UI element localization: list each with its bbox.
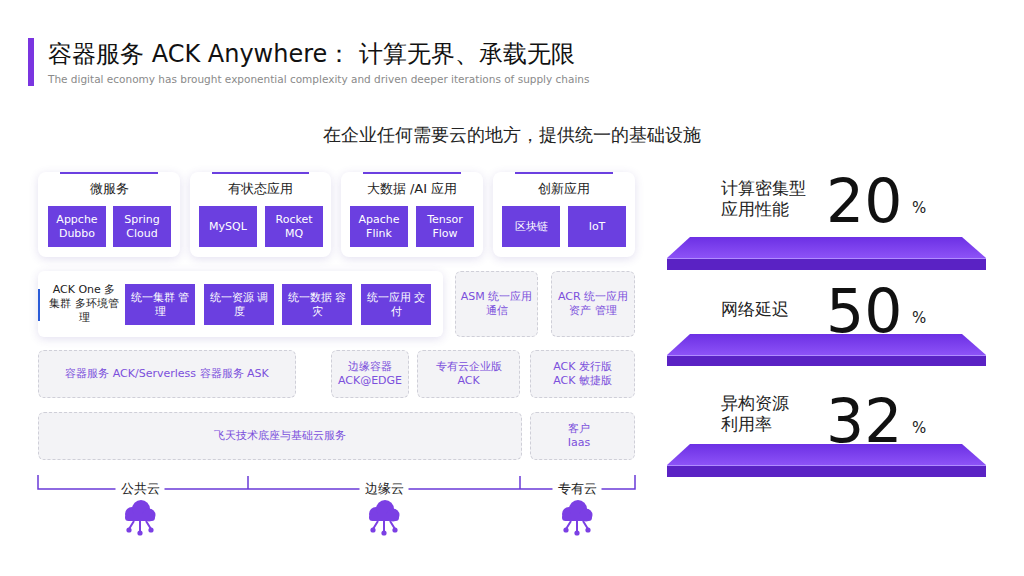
subtitle: The digital economy has brought exponent… xyxy=(48,73,589,86)
management-panel: ACK One 多集群 多环境管理统一集群 管理统一资源 调度统一数据 容灾统一… xyxy=(38,271,443,337)
app-category-card: 有状态应用 MySQL Rocket MQ xyxy=(190,172,331,257)
node-text: 客户 Iaas xyxy=(559,422,599,450)
node-text: 统一数据 容灾 xyxy=(287,291,347,319)
node-text: 统一资源 调度 xyxy=(209,291,269,319)
node-text: Rocket MQ xyxy=(269,213,319,241)
accent-line xyxy=(515,172,613,174)
platform-box: ACK 发行版 ACK 敏捷版 xyxy=(530,350,635,398)
node-text: 区块链 xyxy=(515,220,548,234)
node-text: IoT xyxy=(589,220,606,234)
node-text: MySQL xyxy=(209,220,247,234)
slab-front xyxy=(667,465,986,477)
platform-box: ASM 统一应用通信 xyxy=(455,271,538,337)
metric-name: 网络延迟 xyxy=(721,299,809,320)
component-chip: 统一数据 容灾 xyxy=(282,284,352,325)
platform-box: 容器服务 ACK/Serverless 容器服务 ASK xyxy=(38,350,296,398)
component-chip: Rocket MQ xyxy=(265,206,323,247)
node-text: 边缘容器 ACK@EDGE xyxy=(336,360,404,388)
metric-unit: % xyxy=(912,419,926,438)
platform-box: 飞天技术底座与基础云服务 xyxy=(38,412,522,460)
node-text: 容器服务 ACK/Serverless 容器服务 ASK xyxy=(65,367,269,381)
app-category-card: 微服务 Appche Dubbo Spring Cloud xyxy=(38,172,180,257)
node-text: 专有云企业版 ACK xyxy=(431,360,506,388)
slab-edge xyxy=(667,355,986,356)
component-chip: MySQL xyxy=(199,206,257,247)
slab-top xyxy=(667,237,986,258)
platform-box: 专有云企业版 ACK xyxy=(417,350,520,398)
node-text: Spring Cloud xyxy=(117,213,167,241)
node-text: ACK One 多集群 多环境管理 xyxy=(48,283,120,324)
accent-line xyxy=(38,289,40,321)
cloud-label: 边缘云 xyxy=(360,481,409,497)
page-title: 容器服务 ACK Anywhere： 计算无界、承载无限 xyxy=(48,38,575,70)
stat-slab xyxy=(667,237,986,270)
slab-edge xyxy=(667,465,986,466)
platform-box: 边缘容器 ACK@EDGE xyxy=(331,350,409,398)
node-text: 飞天技术底座与基础云服务 xyxy=(214,429,346,443)
section-heading: 在企业任何需要云的地方，提供统一的基础设施 xyxy=(323,124,701,147)
metric-unit: % xyxy=(912,309,926,328)
accent-line xyxy=(212,172,309,174)
component-chip: IoT xyxy=(568,206,626,247)
platform-box: 客户 Iaas xyxy=(530,412,635,460)
component-chip: Appche Dubbo xyxy=(48,206,106,247)
slab-front xyxy=(667,355,986,366)
metric-value: 32 xyxy=(826,384,902,459)
component-chip: 区块链 xyxy=(502,206,560,247)
node-text: ASM 统一应用通信 xyxy=(460,290,533,318)
component-chip: 统一资源 调度 xyxy=(204,284,274,325)
cloud-icon xyxy=(562,500,593,536)
node-text: 微服务 xyxy=(90,181,129,197)
node-text: 统一集群 管理 xyxy=(130,291,190,319)
node-text: Appche Dubbo xyxy=(52,213,102,241)
node-text: 创新应用 xyxy=(538,181,590,197)
node-text: ACK 发行版 ACK 敏捷版 xyxy=(548,360,618,388)
node-text: 大数据 /AI 应用 xyxy=(367,181,457,197)
node-text: 统一应用 交付 xyxy=(366,291,426,319)
platform-box: ACR 统一应用资产 管理 xyxy=(551,271,635,337)
slab-front xyxy=(667,258,986,270)
app-category-card: 大数据 /AI 应用 Apache Flink Tensor Flow xyxy=(341,172,483,257)
cloud-label: 专有云 xyxy=(553,481,602,497)
component-chip: 统一应用 交付 xyxy=(361,284,431,325)
node-text: ACR 统一应用资产 管理 xyxy=(556,290,630,318)
component-chip: 统一集群 管理 xyxy=(125,284,195,325)
cloud-label: 公共云 xyxy=(116,481,165,497)
cloud-icon xyxy=(369,500,400,536)
component-chip: Tensor Flow xyxy=(416,206,474,247)
metric-name: 异构资源 利用率 xyxy=(721,393,809,436)
title-bar xyxy=(28,38,34,86)
accent-line xyxy=(60,172,158,174)
node-text: Apache Flink xyxy=(354,213,404,241)
node-text: Tensor Flow xyxy=(420,213,470,241)
metric-name: 计算密集型 应用性能 xyxy=(721,178,809,221)
node-text: 有状态应用 xyxy=(228,181,293,197)
metric-value: 50 xyxy=(826,274,902,349)
component-chip: Apache Flink xyxy=(350,206,408,247)
metric-value: 20 xyxy=(826,164,902,239)
slab-edge xyxy=(667,258,986,259)
cloud-icon xyxy=(125,500,156,536)
metric-unit: % xyxy=(912,199,926,218)
app-category-card: 创新应用区块链 IoT xyxy=(493,172,635,257)
accent-line xyxy=(363,172,461,174)
component-chip: Spring Cloud xyxy=(113,206,171,247)
